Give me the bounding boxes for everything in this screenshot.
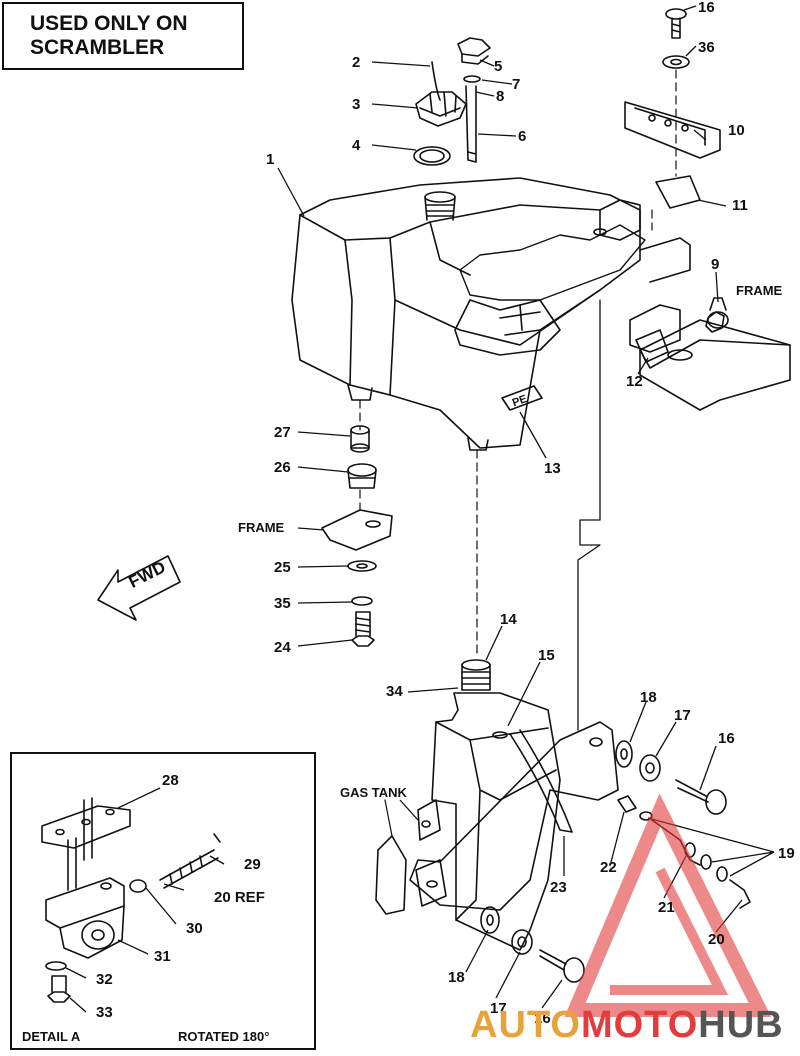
leader-lines — [65, 5, 775, 1013]
callout-7: 7 — [512, 76, 521, 93]
callout-36: 36 — [698, 39, 715, 56]
callout-1: 1 — [266, 151, 275, 168]
callout-6: 6 — [518, 128, 527, 145]
detail-a-box — [10, 752, 316, 1050]
callout-29: 29 — [244, 856, 261, 873]
banner-line-2: SCRAMBLER — [30, 36, 165, 59]
lockwasher-part-35 — [351, 596, 373, 606]
callout-12: 12 — [626, 373, 643, 390]
watermark-logo-icon — [564, 793, 772, 1017]
callout-24: 24 — [274, 639, 291, 656]
callout-11: 11 — [732, 197, 748, 214]
banner-line-1: USED ONLY ON — [30, 12, 188, 35]
tank-mount-bracket — [409, 721, 619, 911]
washer-part-36 — [662, 55, 690, 69]
washer-part-18-upper — [615, 740, 633, 768]
callout-16-bottom: 16 — [534, 1010, 551, 1027]
fuel-tank — [291, 177, 691, 451]
pad-part-11 — [655, 175, 701, 209]
rotated-label: ROTATED 180° — [178, 1029, 270, 1044]
alignment-lines — [359, 69, 677, 656]
gasket-part-7 — [463, 75, 481, 83]
block-part-12 — [635, 329, 669, 363]
callout-35: 35 — [274, 595, 291, 612]
callout-8: 8 — [496, 88, 505, 105]
callout-22: 22 — [600, 859, 617, 876]
gas-tank-label: GAS TANK — [340, 785, 407, 800]
callout-15: 15 — [538, 647, 555, 664]
callout-16-top: 16 — [698, 0, 715, 16]
callout-10: 10 — [728, 122, 745, 139]
callout-3: 3 — [352, 96, 361, 113]
callout-20: 20 — [708, 931, 725, 948]
callout-18-lower: 18 — [448, 969, 465, 986]
frame-tab-lower — [321, 509, 393, 551]
bolt-part-16-lower — [539, 949, 585, 983]
callout-2: 2 — [352, 54, 361, 71]
washer-part-17-lower — [511, 929, 533, 955]
watermark-text: AUTOMOTOHUB — [470, 1006, 784, 1044]
frame-label-upper: FRAME — [736, 283, 783, 298]
frame-stub-gas-tank — [375, 835, 407, 915]
callout-28: 28 — [162, 772, 179, 789]
washer-part-17-upper — [639, 754, 661, 782]
callout-13: 13 — [544, 460, 561, 477]
callout-30: 30 — [186, 920, 203, 937]
scrambler-only-banner: USED ONLY ON SCRAMBLER — [2, 2, 244, 70]
detail-a-drawing — [41, 797, 221, 1003]
fwd-arrow — [97, 555, 181, 621]
cap-part-5 — [457, 37, 491, 65]
filler-cap-part-3 — [415, 91, 467, 127]
watermark-auto: AUTO — [470, 1004, 581, 1046]
frame-label-lower: FRAME — [238, 520, 285, 535]
watermark-hub: HUB — [698, 1004, 784, 1046]
grommet-part-26 — [347, 463, 377, 489]
bolt-part-24 — [351, 611, 375, 647]
callout-23: 23 — [550, 879, 567, 896]
callout-27: 27 — [274, 424, 291, 441]
callout-32: 32 — [96, 971, 113, 988]
callout-34: 34 — [386, 683, 403, 700]
callout-9: 9 — [711, 256, 720, 273]
break-line — [577, 299, 601, 731]
callout-25: 25 — [274, 559, 291, 576]
callout-19: 19 — [778, 845, 795, 862]
detail-a-label: DETAIL A — [22, 1029, 81, 1044]
washer-part-18-lower — [480, 906, 500, 934]
callout-33: 33 — [96, 1004, 113, 1021]
callout-17-upper: 17 — [674, 707, 691, 724]
callout-5: 5 — [494, 58, 503, 75]
washer-part-25 — [347, 560, 377, 572]
bracket-part-10 — [624, 101, 721, 159]
watermark-moto: MOTO — [580, 1004, 699, 1046]
bolt-part-16-top — [665, 8, 687, 39]
decal-text: PE — [511, 393, 529, 409]
callout-16-right: 16 — [718, 730, 735, 747]
tube-part-6 — [465, 85, 477, 163]
vent-hose-part-2 — [431, 61, 441, 101]
seal-ring-part-4 — [413, 146, 451, 166]
bolt-part-16-upper — [675, 779, 727, 815]
callout-4: 4 — [352, 137, 361, 154]
callout-21: 21 — [658, 899, 675, 916]
callout-18-upper: 18 — [640, 689, 657, 706]
callout-17-lower: 17 — [490, 1000, 507, 1017]
callout-20-ref: 20 REF — [214, 889, 265, 906]
callout-26: 26 — [274, 459, 291, 476]
callout-14: 14 — [500, 611, 517, 628]
callout-31: 31 — [154, 948, 171, 965]
